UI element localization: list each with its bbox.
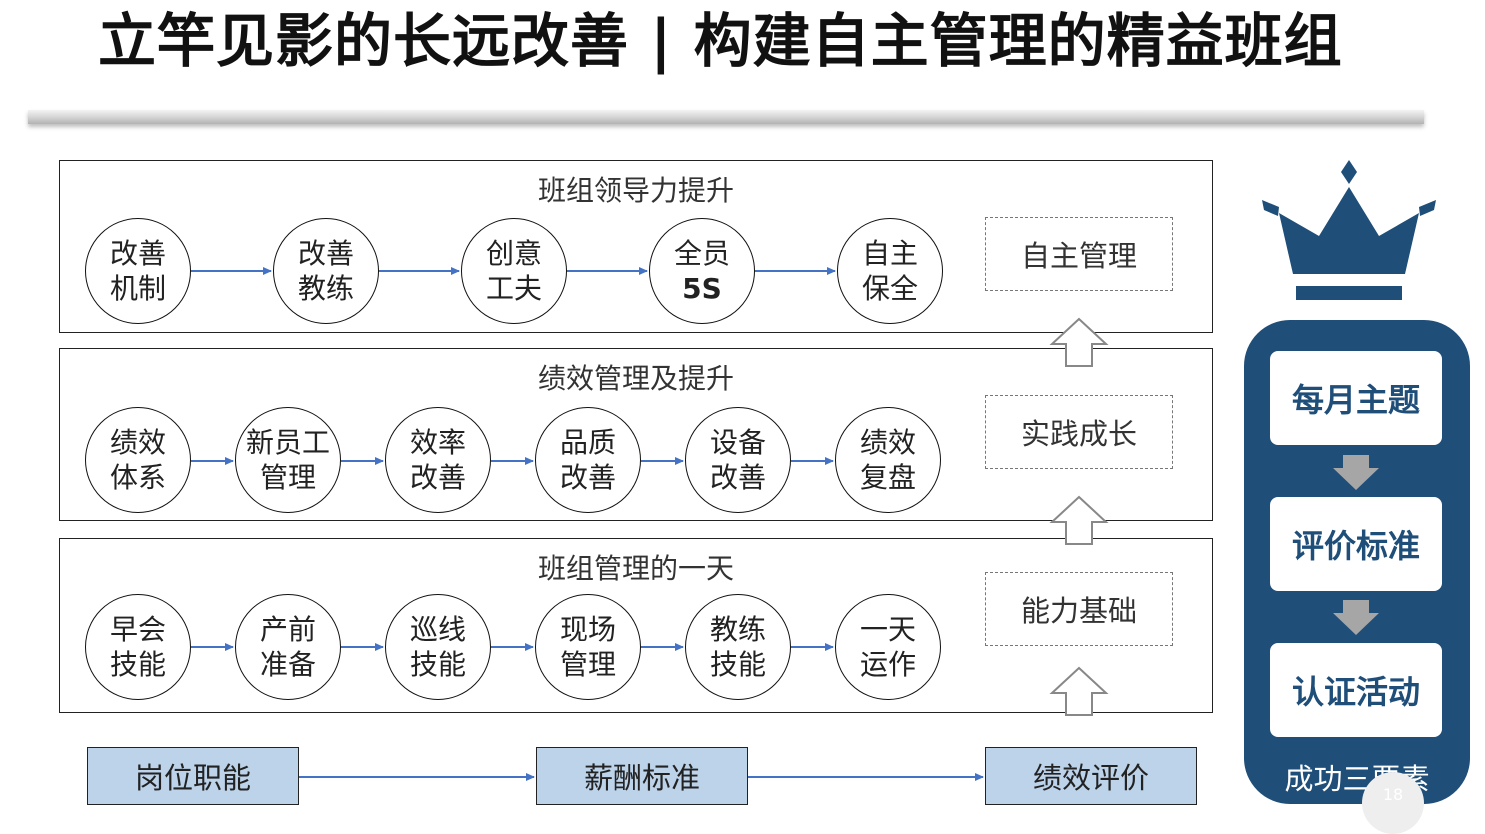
down-arrow: [1333, 600, 1379, 635]
flow-node: 绩效复盘: [835, 407, 941, 513]
panel-title: 绩效管理及提升: [537, 362, 734, 395]
flow-node: 自主保全: [837, 218, 943, 324]
hollow-up-arrow: [1049, 495, 1109, 545]
page-number: 18: [1382, 785, 1404, 804]
flow-node: 创意工夫: [461, 218, 567, 324]
factor-card: 每月主题: [1270, 351, 1442, 445]
bottom-step-box: 薪酬标准: [536, 747, 748, 805]
flow-node: 品质改善: [535, 407, 641, 513]
flow-node: 一天运作: [835, 594, 941, 700]
panel-title: 班组领导力提升: [537, 174, 734, 207]
flow-node: 设备改善: [685, 407, 791, 513]
level-box: 能力基础: [985, 572, 1173, 646]
flow-node: 现场管理: [535, 594, 641, 700]
crown-icon: [1262, 160, 1436, 300]
flow-node: 早会技能: [85, 594, 191, 700]
bottom-step-box: 绩效评价: [985, 747, 1197, 805]
flow-node: 产前准备: [235, 594, 341, 700]
title-divider: [28, 110, 1424, 124]
flow-node: 教练技能: [685, 594, 791, 700]
bottom-step-box: 岗位职能: [87, 747, 299, 805]
flow-node: 巡线技能: [385, 594, 491, 700]
factor-card: 认证活动: [1270, 643, 1442, 737]
factor-card: 评价标准: [1270, 497, 1442, 591]
panel-leadership: 班组领导力提升: [59, 160, 1213, 333]
hollow-up-arrow: [1049, 317, 1109, 367]
flow-node: 绩效体系: [85, 407, 191, 513]
flow-node: 新员工管理: [235, 407, 341, 513]
level-box: 实践成长: [985, 395, 1173, 469]
flow-node: 改善教练: [273, 218, 379, 324]
panel-title: 班组管理的一天: [537, 552, 734, 585]
level-box: 自主管理: [985, 217, 1173, 291]
flow-node: 效率改善: [385, 407, 491, 513]
hollow-up-arrow: [1049, 666, 1109, 716]
flow-node: 改善机制: [85, 218, 191, 324]
down-arrow: [1333, 455, 1379, 490]
page-title: 立竿见影的长远改善 | 构建自主管理的精益班组: [98, 7, 1343, 75]
